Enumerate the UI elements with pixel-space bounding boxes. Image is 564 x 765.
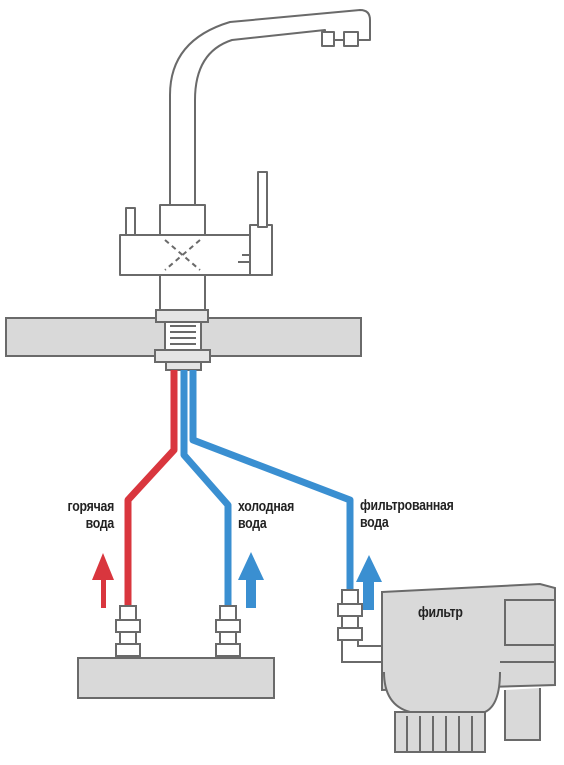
filtered-water-line-1: фильтрованная — [360, 497, 454, 514]
filter-label: фильтр — [418, 604, 463, 621]
filtered-pipe-icon — [189, 370, 354, 592]
filtered-arrow-up-icon — [356, 555, 382, 610]
filtered-water-line-2: вода — [360, 514, 389, 531]
filter-unit-icon — [381, 582, 556, 753]
faucet-icon — [119, 9, 371, 316]
cold-arrow-up-icon — [238, 552, 264, 608]
hot-pipe-icon — [124, 370, 178, 608]
hot-water-line-1: горячая — [67, 498, 115, 515]
cold-water-line-1: холодная — [238, 498, 295, 515]
base-plate-icon — [77, 657, 275, 699]
cold-water-label: холодная вода — [238, 498, 294, 532]
filtered-water-label: фильтрованная вода — [360, 497, 454, 531]
mount-nut-icon — [154, 309, 211, 371]
hot-arrow-up-icon — [92, 553, 114, 608]
cold-water-line-2: вода — [238, 515, 267, 532]
cold-pipe-icon — [180, 370, 232, 608]
hot-water-line-2: вода — [85, 515, 115, 532]
valve-fitting-icon — [115, 589, 387, 663]
hot-water-label: горячая вода — [21, 498, 115, 532]
